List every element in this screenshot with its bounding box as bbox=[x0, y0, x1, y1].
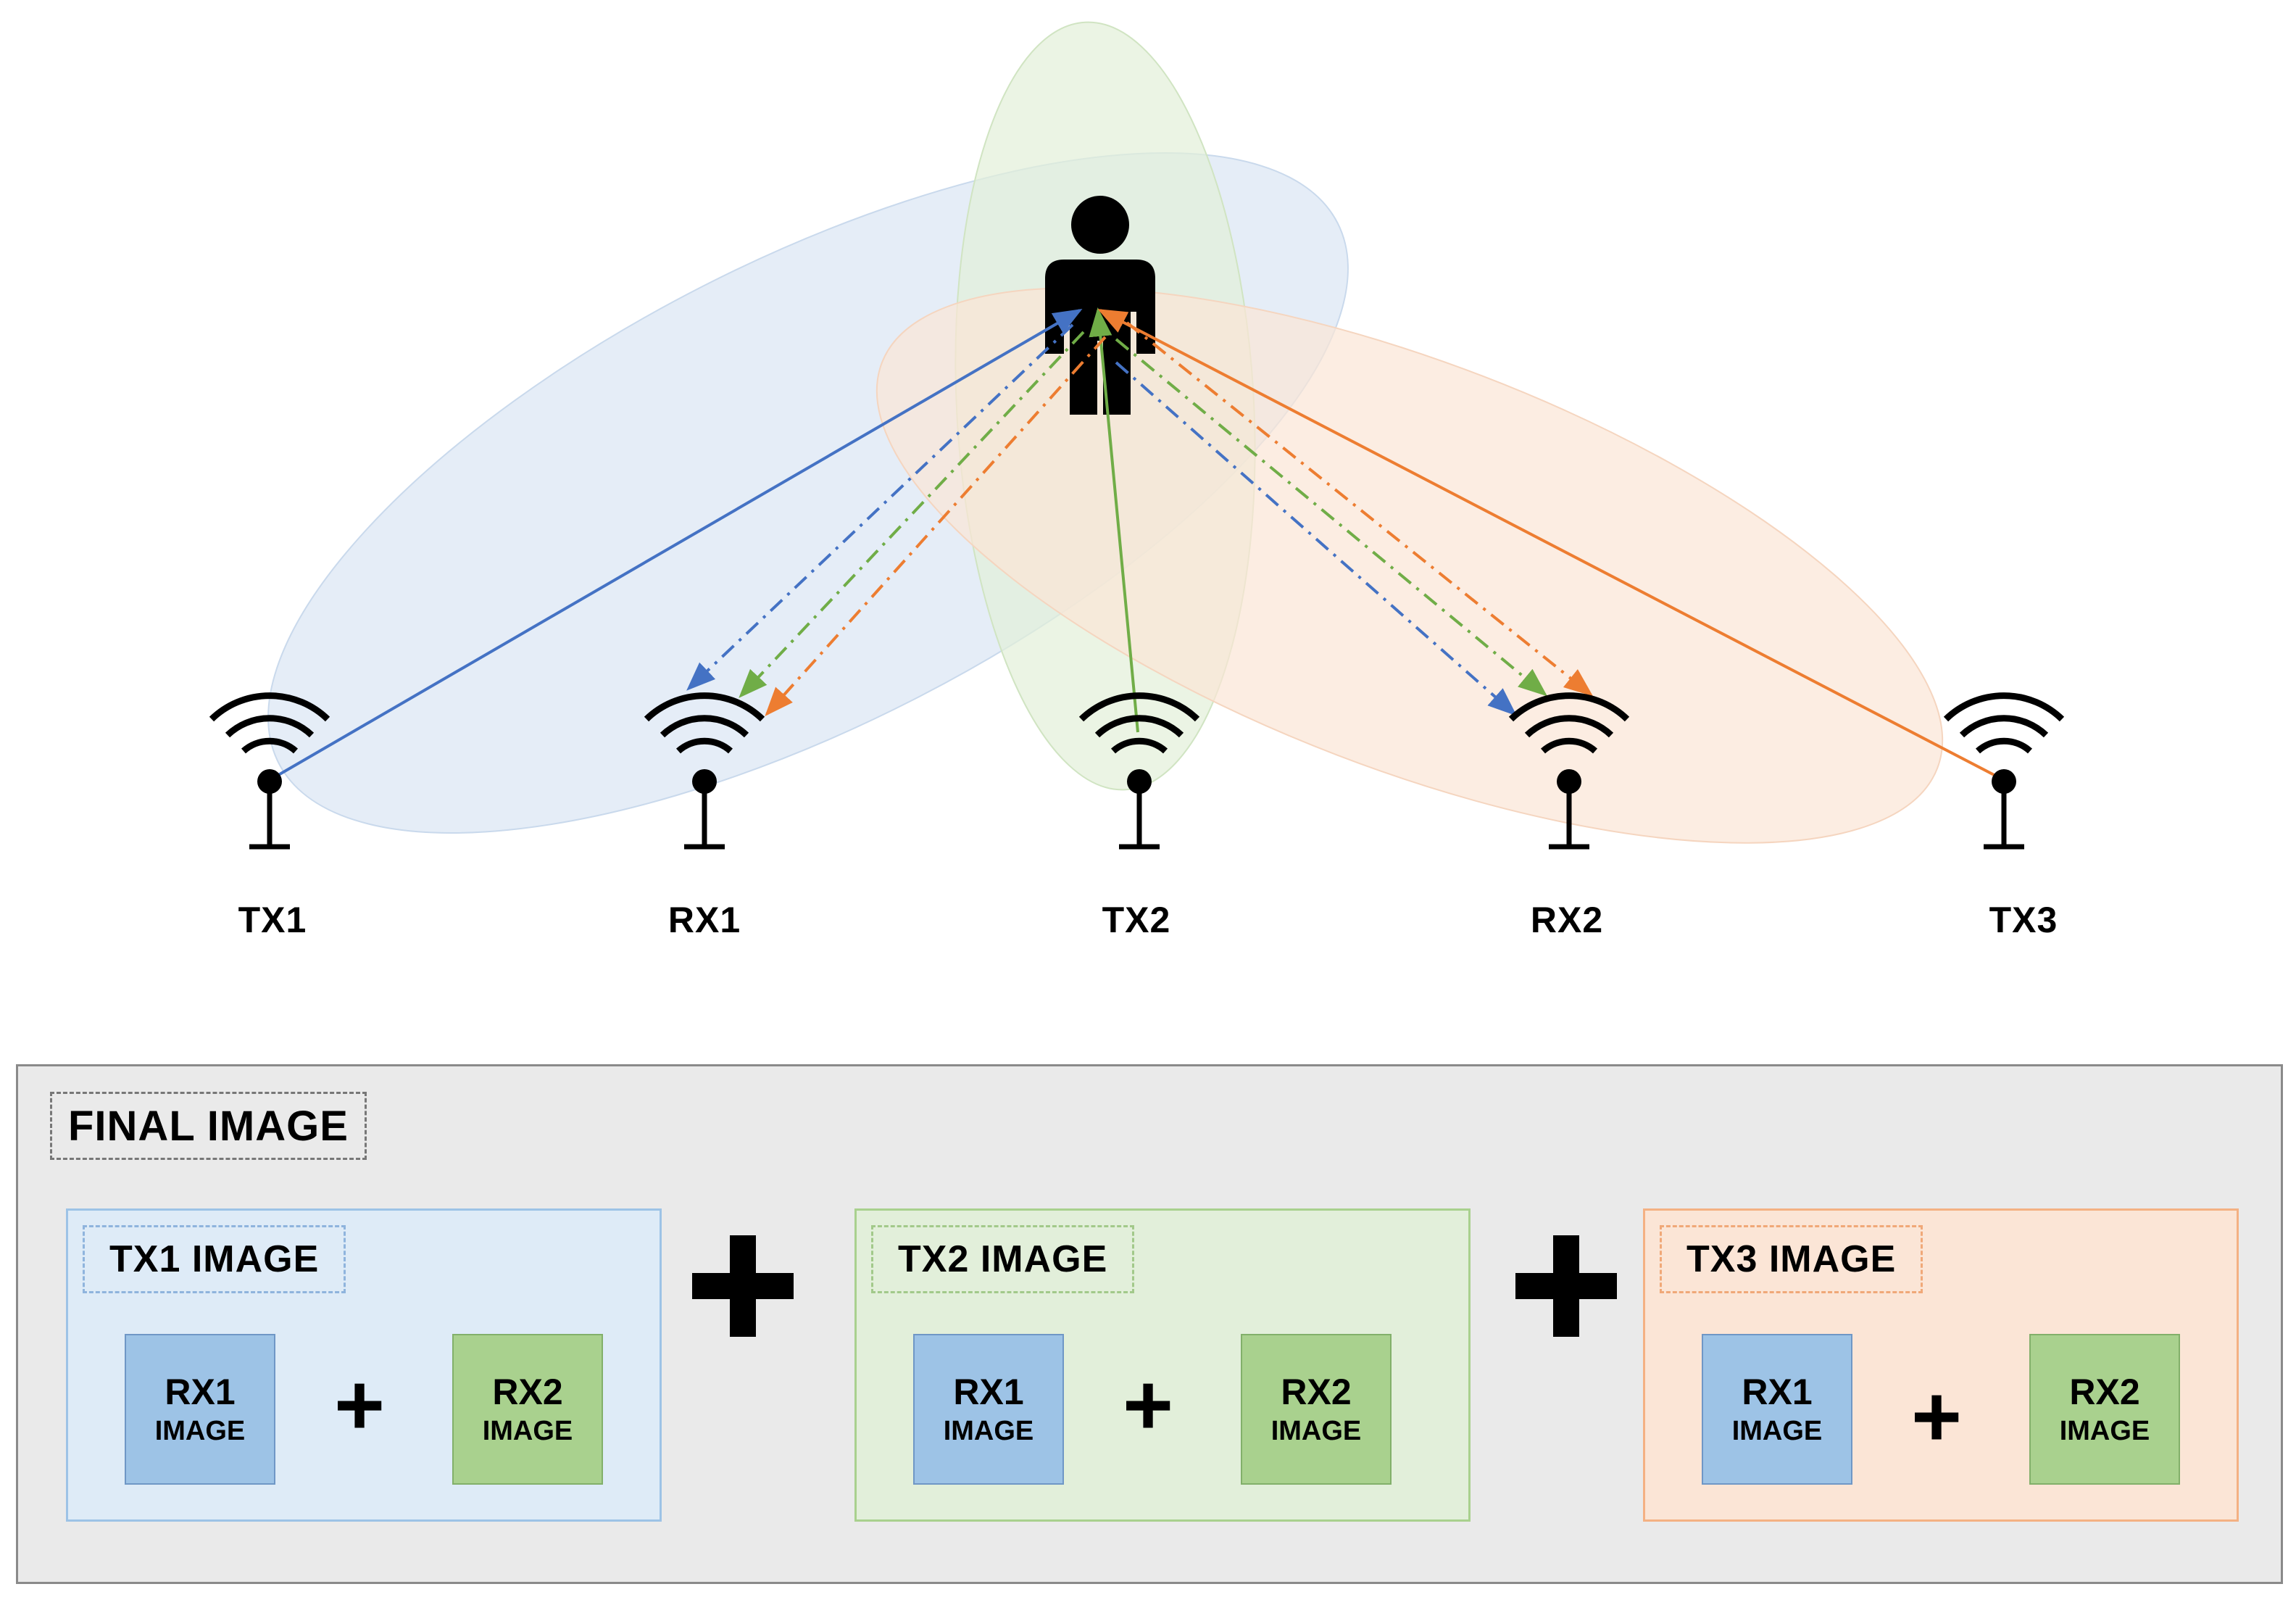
tx1-image-box: TX1 IMAGE RX1 IMAGE + RX2 IMAGE bbox=[66, 1208, 662, 1522]
tile-label: RX2 bbox=[1281, 1372, 1352, 1412]
tx3-label: TX3 bbox=[1989, 900, 2058, 940]
radar-scene bbox=[209, 21, 2065, 850]
tile-label: RX2 bbox=[492, 1372, 563, 1412]
tile-label: RX1 bbox=[953, 1372, 1024, 1412]
tile-label: RX1 bbox=[1742, 1372, 1813, 1412]
tx2-to-person-path bbox=[1089, 307, 1139, 733]
tx3-to-person-path bbox=[1097, 309, 2005, 781]
tile-sublabel: IMAGE bbox=[482, 1416, 573, 1446]
tile-label: RX1 bbox=[165, 1372, 236, 1412]
tx3-rx2-image-tile: RX2 IMAGE bbox=[2029, 1334, 2180, 1485]
rx1-label: RX1 bbox=[667, 900, 741, 940]
tx1-label: TX1 bbox=[238, 900, 307, 940]
green-to-rx2-path bbox=[1115, 338, 1548, 697]
tx2-image-title: TX2 IMAGE bbox=[871, 1225, 1135, 1293]
tx3-coverage-ellipse bbox=[875, 287, 1944, 844]
tx3-antenna-icon bbox=[1943, 692, 2065, 850]
tx1-antenna-icon bbox=[209, 692, 330, 850]
tile-sublabel: IMAGE bbox=[154, 1416, 246, 1446]
plus-icon: + bbox=[333, 1356, 386, 1454]
tile-sublabel: IMAGE bbox=[943, 1416, 1034, 1446]
blue-to-rx2-path bbox=[1115, 361, 1518, 716]
tile-sublabel: IMAGE bbox=[1731, 1416, 1823, 1446]
tx2-image-box: TX2 IMAGE RX1 IMAGE + RX2 IMAGE bbox=[854, 1208, 1471, 1522]
tx1-image-title: TX1 IMAGE bbox=[83, 1225, 346, 1293]
rx2-label: RX2 bbox=[1530, 900, 1604, 940]
tx2-antenna-icon bbox=[1078, 692, 1200, 850]
rx2-antenna-icon bbox=[1508, 692, 1630, 850]
final-image-panel: FINAL IMAGE TX1 IMAGE RX1 IMAGE + RX2 IM… bbox=[16, 1064, 2283, 1584]
plus-big-icon bbox=[1515, 1235, 1617, 1337]
tx3-image-title: TX3 IMAGE bbox=[1660, 1225, 1923, 1293]
tx2-label: TX2 bbox=[1102, 900, 1171, 940]
tx3-rx1-image-tile: RX1 IMAGE bbox=[1702, 1334, 1852, 1485]
tile-sublabel: IMAGE bbox=[2059, 1416, 2150, 1446]
tx2-rx2-image-tile: RX2 IMAGE bbox=[1241, 1334, 1392, 1485]
blue-to-rx1-path bbox=[686, 323, 1074, 691]
rx1-antenna-icon bbox=[644, 692, 765, 850]
tile-sublabel: IMAGE bbox=[1270, 1416, 1362, 1446]
tx3-image-box: TX3 IMAGE RX1 IMAGE + RX2 IMAGE bbox=[1643, 1208, 2239, 1522]
tile-label: RX2 bbox=[2069, 1372, 2140, 1412]
plus-big-icon bbox=[692, 1235, 794, 1337]
plus-icon: + bbox=[1910, 1368, 1963, 1465]
plus-icon: + bbox=[1122, 1356, 1174, 1454]
tx1-rx1-image-tile: RX1 IMAGE bbox=[125, 1334, 275, 1485]
tx1-rx2-image-tile: RX2 IMAGE bbox=[452, 1334, 603, 1485]
final-image-title: FINAL IMAGE bbox=[50, 1092, 367, 1160]
tx1-to-person-path bbox=[268, 308, 1083, 781]
tx2-rx1-image-tile: RX1 IMAGE bbox=[913, 1334, 1064, 1485]
